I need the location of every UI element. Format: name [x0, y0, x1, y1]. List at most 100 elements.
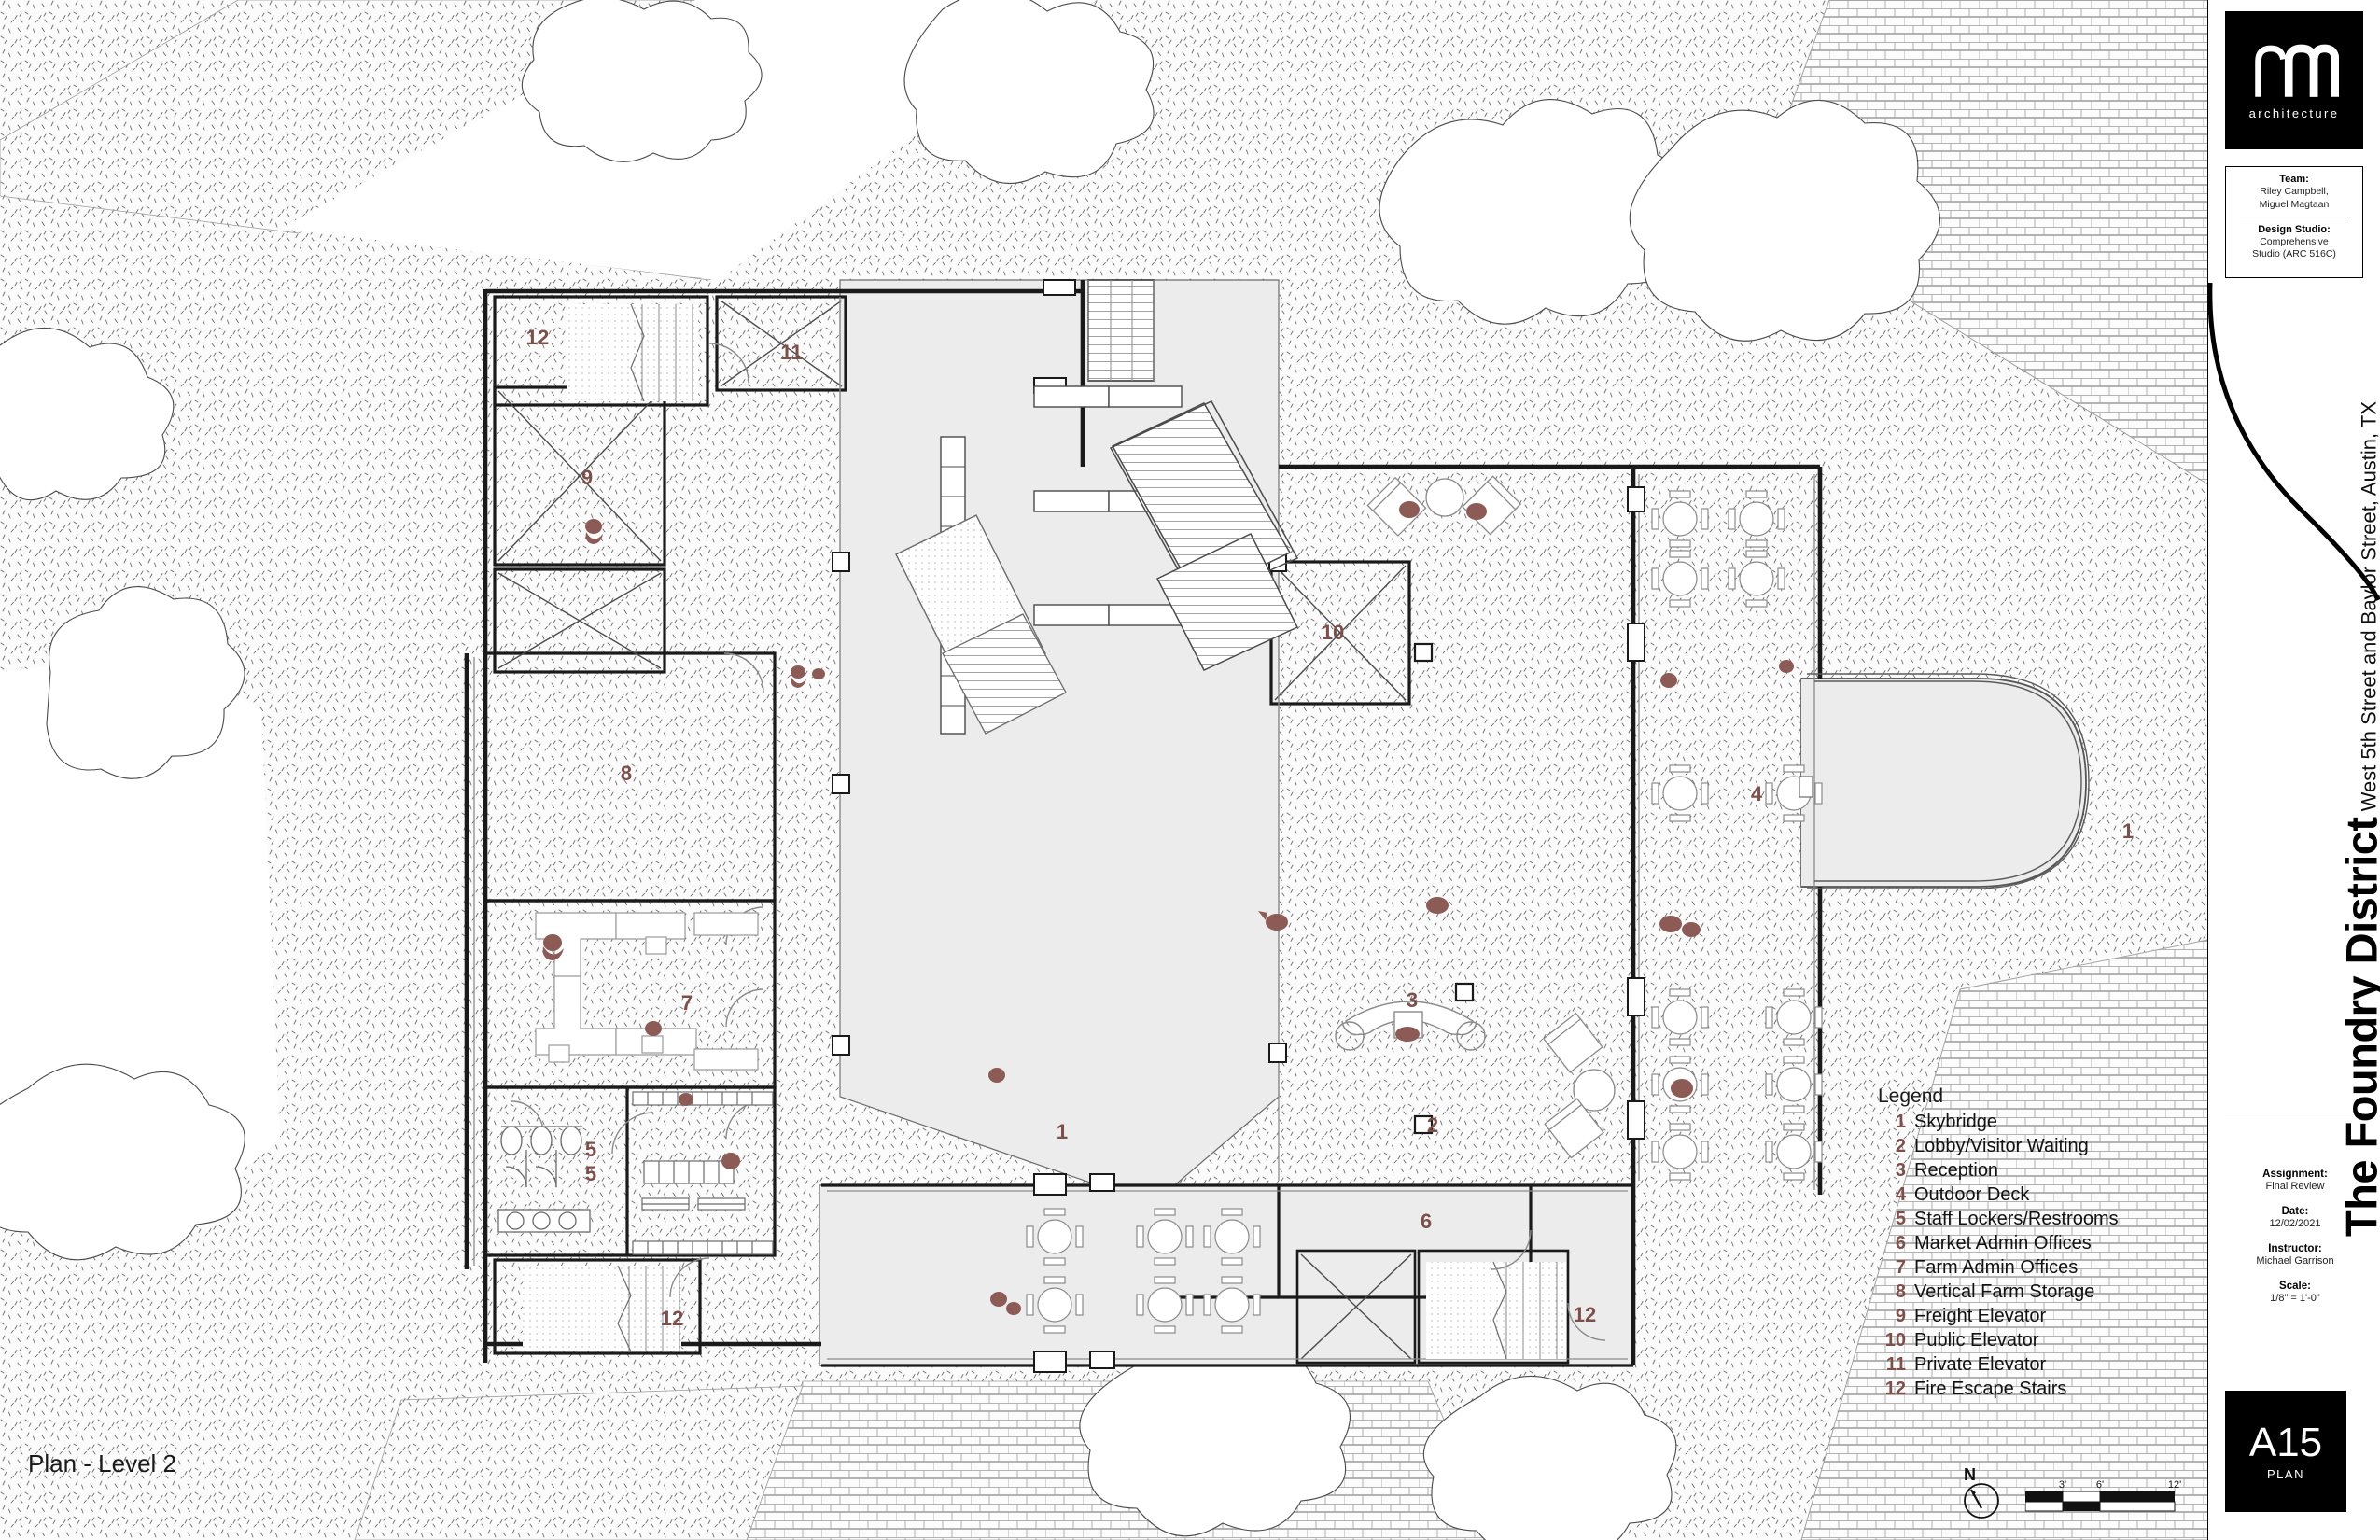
person-figure — [542, 501, 1794, 1315]
room-tag-11: 11 — [780, 341, 803, 364]
assignment-heading: Assignment: — [2262, 1169, 2328, 1180]
scale-value: 1/8" = 1'-0" — [2270, 1293, 2320, 1304]
instructor-group: Instructor: Michael Garrison — [2218, 1243, 2373, 1267]
room-tag-12: 12 — [660, 1307, 684, 1330]
team-member-2: Miguel Magtaan — [2259, 198, 2330, 210]
reception-desk — [1335, 1001, 1486, 1051]
sheet-metadata: Assignment: Final Review Date: 12/02/202… — [2218, 1169, 2373, 1318]
legend-item-label: Public Elevator — [1914, 1330, 2039, 1351]
firm-logo-wordmark: architecture — [2248, 105, 2340, 120]
legend-item-11: 11 Private Elevator — [1878, 1354, 2119, 1379]
legend-item-6: 6 Market Admin Offices — [1878, 1233, 2119, 1257]
room-tag-3: 3 — [1406, 988, 1419, 1012]
legend-item-label: Outdoor Deck — [1914, 1184, 2030, 1205]
svg-text:12': 12' — [2168, 1479, 2181, 1491]
room-tag-5: 5 — [584, 1162, 597, 1185]
plan-title-label: Plan - Level 2 — [28, 1449, 176, 1477]
legend-item-number: 4 — [1895, 1184, 1906, 1205]
legend-item-12: 12 Fire Escape Stairs — [1878, 1379, 2119, 1403]
scale-heading: Scale: — [2279, 1281, 2311, 1292]
rm-logo-icon — [2255, 44, 2339, 97]
date-group: Date: 12/02/2021 — [2218, 1206, 2373, 1229]
legend-item-label: Lobby/Visitor Waiting — [1914, 1136, 2089, 1156]
atrium-stair — [895, 279, 1299, 735]
svg-text:3': 3' — [2059, 1479, 2066, 1491]
legend-item-label: Vertical Farm Storage — [1914, 1281, 2095, 1302]
legend-item-label: Freight Elevator — [1914, 1306, 2047, 1326]
skybridge — [1799, 673, 2090, 889]
date-value: 12/02/2021 — [2269, 1218, 2321, 1229]
tree-canopy — [0, 0, 1940, 1540]
room-tag-6: 6 — [1420, 1210, 1433, 1233]
legend-item-label: Farm Admin Offices — [1914, 1257, 2079, 1278]
studio-line-2: Studio (ARC 516C) — [2252, 248, 2336, 260]
legend-item-label: Staff Lockers/Restrooms — [1914, 1209, 2119, 1229]
sheet-number-box: A15 PLAN — [2225, 1391, 2346, 1512]
legend-item-9: 9 Freight Elevator — [1878, 1306, 2119, 1330]
team-heading: Team: — [2279, 174, 2309, 185]
cafe-table — [1026, 490, 1823, 1334]
window-mullion — [832, 279, 1645, 1373]
legend-item-label: Reception — [1914, 1160, 1999, 1181]
scale-bar: 3' 6' 12' — [2025, 1479, 2181, 1512]
legend-item-number: 6 — [1895, 1233, 1906, 1253]
room-tag-4: 4 — [1750, 782, 1763, 805]
legend-rows: 1 Skybridge 2 Lobby/Visitor Waiting 3 Recepti… — [1878, 1112, 2119, 1403]
legend-item-5: 5 Staff Lockers/Restrooms — [1878, 1209, 2119, 1233]
room-tag-1: 1 — [1056, 1120, 1069, 1143]
svg-text:6': 6' — [2096, 1479, 2104, 1491]
date-heading: Date: — [2281, 1206, 2309, 1217]
team-member-1: Riley Campbell, — [2260, 186, 2329, 198]
locker-bench — [632, 1091, 774, 1255]
assignment-group: Assignment: Final Review — [2218, 1169, 2373, 1192]
elevator-symbol — [497, 300, 1412, 1360]
instructor-heading: Instructor: — [2268, 1243, 2322, 1254]
room-tag-7: 7 — [680, 991, 693, 1015]
legend-item-number: 3 — [1895, 1160, 1906, 1181]
legend-item-8: 8 Vertical Farm Storage — [1878, 1281, 2119, 1306]
title-block-swoosh — [2207, 282, 2380, 602]
room-tag-12: 12 — [1573, 1303, 1597, 1326]
legend-title: Legend — [1878, 1085, 1944, 1107]
legend-item-4: 4 Outdoor Deck — [1878, 1184, 2119, 1209]
sheet-type-label: PLAN — [2267, 1466, 2304, 1481]
legend-item-label: Private Elevator — [1914, 1354, 2047, 1375]
legend-item-number: 8 — [1895, 1281, 1906, 1302]
legend-item-7: 7 Farm Admin Offices — [1878, 1257, 2119, 1281]
room-tag-5: 5 — [584, 1138, 597, 1161]
plumbing-fixture — [497, 1126, 591, 1233]
assignment-value: Final Review — [2265, 1181, 2325, 1192]
column — [1413, 642, 1475, 1135]
team-info-box: Team: Riley Campbell, Miguel Magtaan Des… — [2225, 166, 2363, 278]
north-arrow-icon: N — [1964, 1465, 1999, 1519]
legend-item-number: 7 — [1895, 1257, 1906, 1278]
office-furniture — [535, 912, 759, 1071]
room-tag-10: 10 — [1321, 621, 1345, 644]
legend-item-number: 5 — [1895, 1209, 1906, 1229]
studio-line-1: Comprehensive — [2260, 236, 2329, 248]
legend-item-3: 3 Reception — [1878, 1160, 2119, 1184]
legend-item-label: Market Admin Offices — [1914, 1233, 2092, 1253]
room-tag-2: 2 — [1426, 1113, 1439, 1137]
legend-item-number: 1 — [1895, 1112, 1906, 1132]
legend: Legend 1 Skybridge 2 Lobby/Visitor Waiting 3… — [1878, 1085, 2119, 1403]
legend-item-label: Skybridge — [1914, 1112, 1997, 1132]
scale-group: Scale: 1/8" = 1'-0" — [2218, 1281, 2373, 1304]
legend-item-2: 2 Lobby/Visitor Waiting — [1878, 1136, 2119, 1160]
stair-run — [523, 303, 1566, 1360]
title-block: architecture Team: Riley Campbell, Migue… — [2207, 0, 2380, 1540]
firm-logo: architecture — [2225, 11, 2363, 149]
sheet-number: A15 — [2248, 1419, 2323, 1465]
legend-item-number: 2 — [1895, 1136, 1906, 1156]
legend-item-label: Fire Escape Stairs — [1914, 1379, 2067, 1399]
legend-item-number: 12 — [1884, 1379, 1906, 1399]
room-tag-9: 9 — [581, 466, 594, 489]
legend-item-number: 9 — [1895, 1306, 1906, 1326]
legend-item-number: 11 — [1885, 1354, 1906, 1375]
room-tag-12: 12 — [525, 326, 550, 349]
studio-heading: Design Studio: — [2258, 223, 2331, 235]
